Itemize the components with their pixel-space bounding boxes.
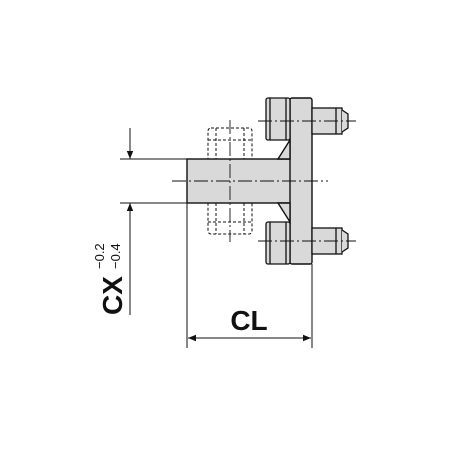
upper-screw-head (265, 97, 291, 141)
lower-screw-head (265, 221, 291, 265)
lower-fillet (276, 202, 291, 225)
cx-dimension (120, 128, 187, 315)
cl-label: CL (230, 305, 267, 336)
cx-label-group: CX −0.2 −0.4 (92, 243, 128, 315)
center-lines (172, 120, 356, 242)
cx-label: CX (97, 276, 128, 315)
upper-fillet (276, 137, 291, 160)
cx-tolerance-lower: −0.4 (108, 243, 123, 269)
cx-tolerance-upper: −0.2 (92, 243, 107, 269)
cl-dimension (186, 203, 313, 348)
